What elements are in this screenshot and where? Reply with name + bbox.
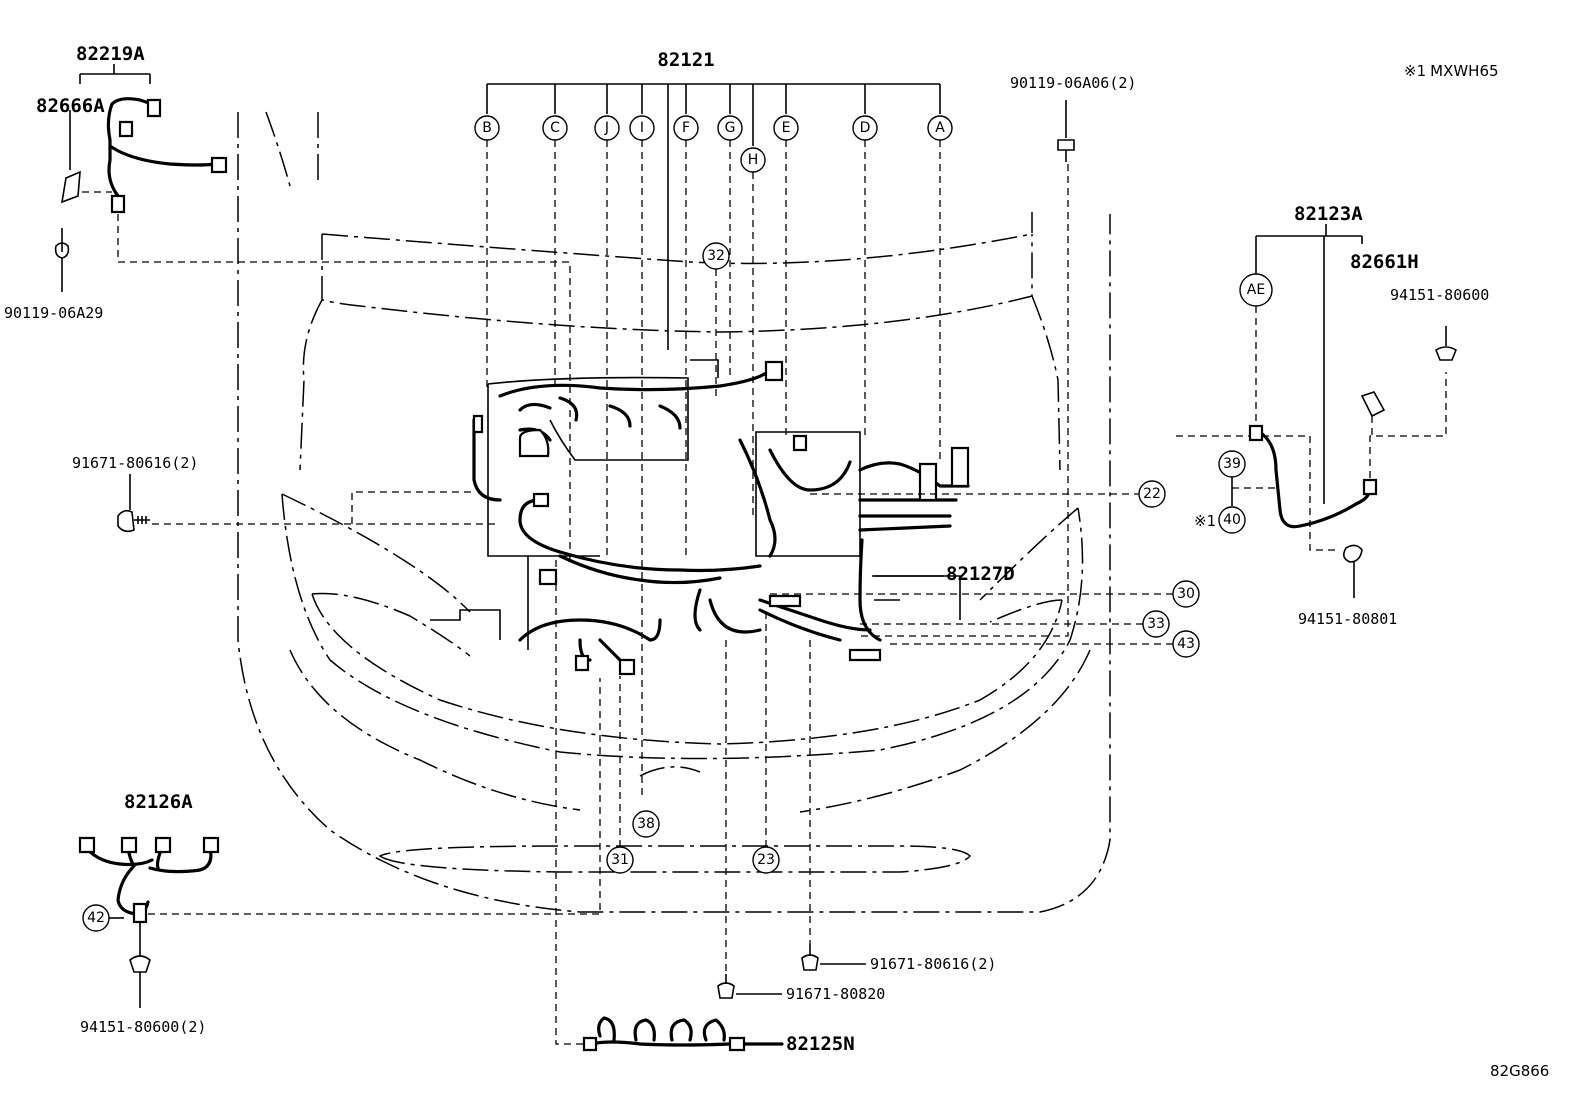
- part-label-82121: 82121: [657, 49, 714, 71]
- svg-text:G: G: [725, 120, 736, 136]
- svg-text:32: 32: [707, 248, 725, 264]
- bracket-82121: [486, 83, 941, 350]
- svg-text:I: I: [640, 120, 644, 136]
- callout-38: 38: [632, 810, 660, 838]
- connector-H: H: [740, 147, 766, 173]
- callout-22: 22: [1138, 480, 1166, 508]
- connector-A: A: [927, 115, 953, 141]
- connector-C: C: [542, 115, 568, 141]
- svg-text:22: 22: [1143, 486, 1161, 502]
- callout-40-mark: ※1: [1194, 512, 1216, 530]
- part-label-82123A: 82123A: [1294, 203, 1363, 225]
- callout-33: 33: [1142, 610, 1170, 638]
- bolt-91671-80616-left: [117, 474, 498, 533]
- part-label-94151-80600: 94151-80600: [1390, 286, 1489, 304]
- callout-32: 32: [702, 242, 730, 270]
- connector-J: J: [594, 115, 620, 141]
- callout-42: 42: [82, 904, 110, 932]
- callout-40: 40: [1218, 506, 1246, 534]
- part-label-91671-80820: 91671-80820: [786, 985, 885, 1003]
- svg-text:H: H: [748, 152, 759, 168]
- part-label-91671-80616-left: 91671-80616(2): [72, 454, 198, 472]
- svg-text:23: 23: [757, 852, 775, 868]
- engine-room-harness-82121: [430, 359, 970, 676]
- callout-23: 23: [752, 846, 780, 874]
- callout-30: 30: [1172, 580, 1200, 608]
- bolt-91671-80616-bottom: [801, 640, 866, 971]
- connector-E: E: [773, 115, 799, 141]
- bolt-91671-80820: [717, 640, 782, 999]
- part-label-82661H: 82661H: [1350, 251, 1419, 273]
- part-label-82127D: 82127D: [946, 563, 1015, 585]
- part-label-94151-80600-2: 94151-80600(2): [80, 1018, 206, 1036]
- svg-text:A: A: [935, 120, 945, 136]
- svg-text:D: D: [860, 120, 871, 136]
- svg-text:F: F: [682, 120, 690, 136]
- svg-text:30: 30: [1177, 586, 1195, 602]
- part-label-90119-06A29: 90119-06A29: [4, 304, 103, 322]
- connector-AE: AE: [1247, 282, 1265, 298]
- svg-text:38: 38: [637, 816, 655, 832]
- svg-text:E: E: [782, 120, 791, 136]
- connector-D: D: [852, 115, 878, 141]
- harness-82123A: AE: [1176, 224, 1457, 598]
- harness-82126A: [78, 678, 601, 1008]
- callout-31: 31: [606, 846, 634, 874]
- harness-82219A: [54, 64, 571, 560]
- svg-text:43: 43: [1177, 636, 1195, 652]
- connector-B: B: [474, 115, 500, 141]
- connector-letters: B C J I F G H E D A: [474, 115, 953, 173]
- svg-text:J: J: [604, 120, 609, 136]
- svg-text:33: 33: [1147, 616, 1165, 632]
- part-label-82126A: 82126A: [124, 791, 193, 813]
- connector-G: G: [717, 115, 743, 141]
- svg-text:B: B: [482, 120, 492, 136]
- part-label-94151-80801: 94151-80801: [1298, 610, 1397, 628]
- svg-text:39: 39: [1223, 456, 1241, 472]
- svg-text:42: 42: [87, 910, 105, 926]
- connector-leader-lines: [486, 140, 941, 800]
- svg-text:40: 40: [1223, 512, 1241, 528]
- callout-43: 43: [1172, 630, 1200, 658]
- diagram-code: 82G866: [1490, 1062, 1549, 1080]
- svg-text:31: 31: [611, 852, 629, 868]
- connector-F: F: [673, 115, 699, 141]
- svg-text:C: C: [550, 120, 560, 136]
- part-label-90119-06A06: 90119-06A06(2): [1010, 74, 1136, 92]
- part-label-82125N: 82125N: [786, 1033, 855, 1055]
- part-label-82219A: 82219A: [76, 43, 145, 65]
- harness-82125N: [555, 560, 784, 1052]
- vehicle-body-outline: [237, 111, 1111, 913]
- callout-39: 39: [1218, 450, 1246, 478]
- part-label-91671-80616-bottom: 91671-80616(2): [870, 955, 996, 973]
- part-label-82666A: 82666A: [36, 95, 105, 117]
- connector-I: I: [629, 115, 655, 141]
- bolt-90119-06A06: [860, 100, 1075, 637]
